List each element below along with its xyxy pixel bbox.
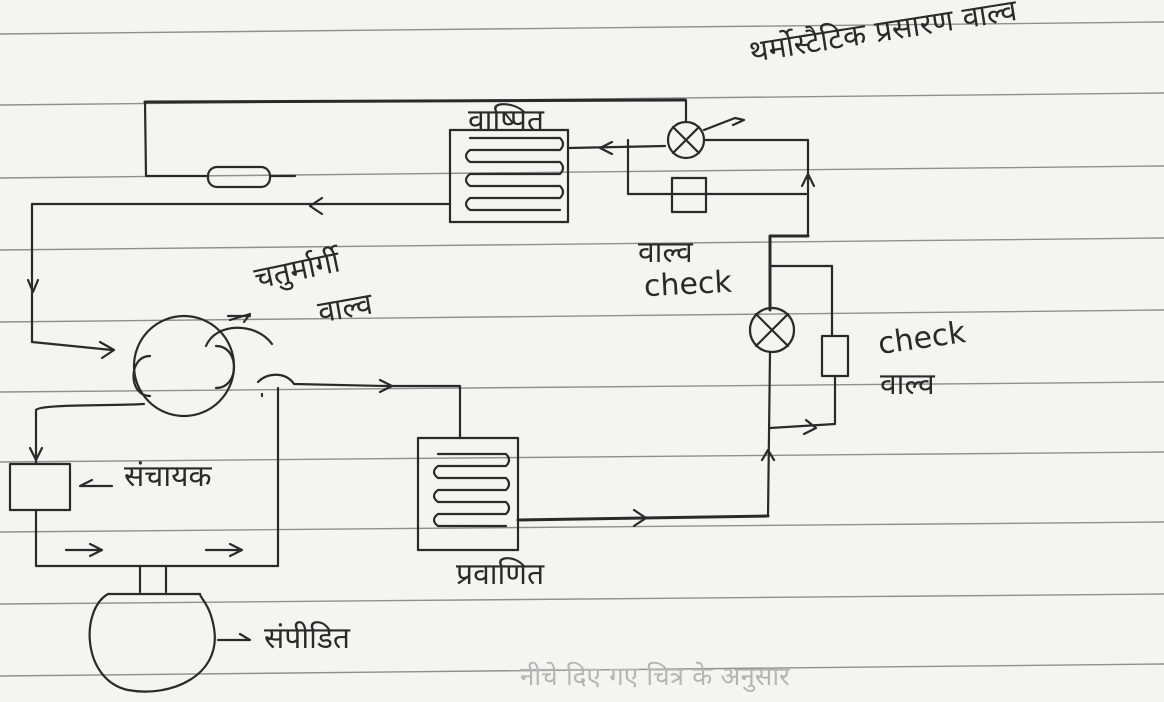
suction-line [28,198,450,358]
label-compressor: संपीडित [264,624,350,654]
thermostatic-expansion-valve [568,100,814,236]
check-valve-right [822,336,848,376]
label-valve-check-left-line2: check [643,268,732,303]
label-evaporator: वाष्पित [468,106,544,136]
label-accumulator: संचायक [124,462,212,492]
bleed-through-text: नीचे दिए गए चित्र के अनुसार [520,664,790,690]
capillary-tube [208,167,270,187]
condenser [418,438,768,550]
evaporator [450,130,568,222]
label-check-valve-right-line2: वाल्व [880,370,935,400]
label-condenser: प्रवाणित [456,560,544,590]
notebook-rule-lines [0,22,1164,676]
compressor [90,566,250,692]
right-branch [750,236,848,516]
label-valve-check-left-line1: वाल्व [638,238,693,268]
